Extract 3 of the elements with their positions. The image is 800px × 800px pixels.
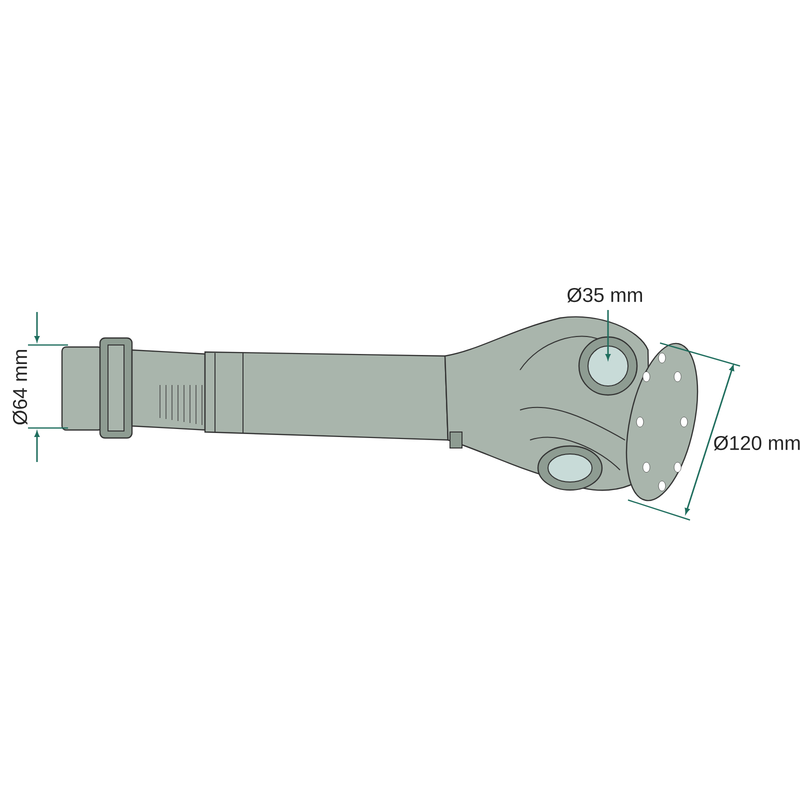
dimension-label: Ø64 mm xyxy=(12,350,28,425)
dimension-label: Ø120 mm xyxy=(714,436,800,450)
dimension-label: Ø35 mm xyxy=(567,288,642,302)
